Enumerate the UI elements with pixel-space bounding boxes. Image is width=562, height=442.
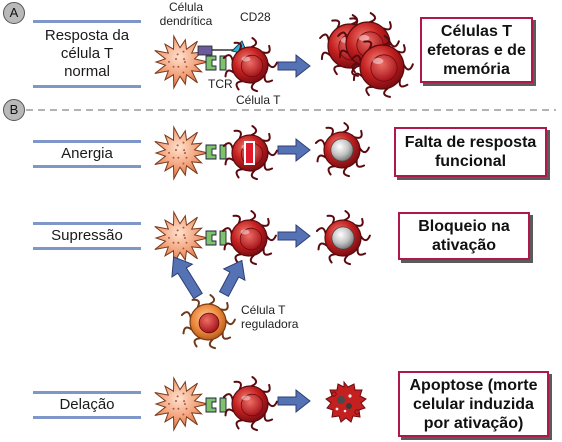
supressao-arrow: [277, 223, 311, 249]
supressao-t-cell: [221, 210, 277, 266]
anergia-t-cell: [222, 125, 278, 181]
cd28-label: CD28: [240, 10, 271, 24]
delacao-t-cell: [222, 376, 278, 432]
panel-a-dendritic-cell: [154, 34, 209, 90]
tcr-label: TCR: [208, 77, 233, 91]
effector-memory-outcome: Células T efetoras e de memória: [420, 17, 533, 83]
anergia-outcome: Falta de resposta funcional: [394, 127, 547, 177]
panel-a-arrow: [277, 53, 311, 79]
supressao-label: Supressão: [33, 222, 141, 250]
delacao-dendritic-cell: [154, 376, 209, 432]
apoptotic-cell: [325, 380, 367, 423]
normal-response-label: Resposta da célula T normal: [33, 20, 141, 88]
anergia-receptors: [205, 144, 227, 160]
supressao-outcome: Bloqueio na ativação: [398, 212, 530, 260]
delacao-receptors: [205, 397, 227, 413]
section-b-marker: B: [3, 99, 25, 121]
regulatory-t-cell: [180, 294, 236, 350]
section-a-marker: A: [3, 2, 25, 24]
supressao-dendritic-cell: [154, 210, 209, 266]
delacao-arrow: [277, 388, 311, 414]
anergia-dendritic-cell: [154, 125, 209, 181]
panel-a-effector-cells: [319, 12, 414, 98]
regulatory-t-cell-label: Célula T reguladora: [241, 303, 299, 331]
t-cell-label: Célula T: [236, 93, 281, 107]
anergia-result-cell: [314, 122, 370, 178]
supressao-receptors: [205, 230, 227, 246]
panel-a-t-cell: [222, 37, 278, 93]
delacao-outcome: Apoptose (morte celular induzida por ati…: [398, 371, 549, 437]
supressao-result-cell: [315, 210, 371, 266]
delacao-label: Delação: [33, 391, 141, 419]
anergia-label: Anergia: [33, 140, 141, 168]
anergia-arrow: [277, 137, 311, 163]
dendritic-cell-label: Célula dendrítica: [159, 0, 213, 28]
regulatory-arrows: [171, 256, 246, 300]
